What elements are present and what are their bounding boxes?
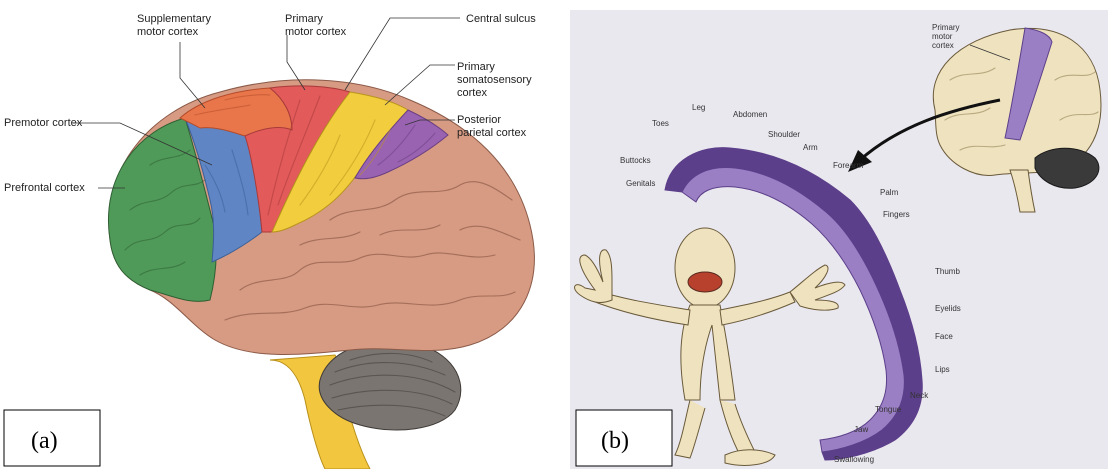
label-posterior-parietal-cortex: Posterior parietal cortex bbox=[457, 114, 527, 139]
label-neck: Neck bbox=[910, 391, 929, 400]
label-buttocks: Buttocks bbox=[620, 156, 651, 165]
label-genitals: Genitals bbox=[626, 179, 655, 188]
label-palm: Palm bbox=[880, 188, 899, 197]
label-eyelids: Eyelids bbox=[935, 304, 961, 313]
cerebellum bbox=[319, 341, 461, 430]
label-abdomen: Abdomen bbox=[733, 110, 767, 119]
label-primary-motor-cortex: Primary motor cortex bbox=[285, 13, 347, 38]
label-lips: Lips bbox=[935, 365, 950, 374]
panel-a-tag: (a) bbox=[31, 428, 58, 454]
label-tongue: Tongue bbox=[875, 405, 902, 414]
panel-b-tag: (b) bbox=[601, 428, 629, 454]
homunculus-lips bbox=[688, 272, 722, 292]
label-primary-somatosensory-cortex: Primary somatosensory cortex bbox=[457, 61, 535, 99]
label-premotor-cortex: Premotor cortex bbox=[4, 117, 83, 129]
label-central-sulcus: Central sulcus bbox=[466, 13, 536, 25]
label-thumb: Thumb bbox=[935, 267, 960, 276]
label-shoulder: Shoulder bbox=[768, 130, 800, 139]
label-forearm: Forearm bbox=[833, 161, 864, 170]
label-supplementary-motor-cortex: Supplementary motor cortex bbox=[137, 13, 214, 38]
label-fingers: Fingers bbox=[883, 210, 910, 219]
panel-a: Supplementary motor cortex Primary motor… bbox=[4, 13, 536, 469]
label-toes: Toes bbox=[652, 119, 669, 128]
panel-b: Primary motor cortex Toes Leg bbox=[570, 10, 1108, 469]
label-swallowing: Swallowing bbox=[834, 455, 874, 464]
label-arm: Arm bbox=[803, 143, 818, 152]
label-leg: Leg bbox=[692, 103, 705, 112]
label-jaw: Jaw bbox=[854, 425, 868, 434]
label-face: Face bbox=[935, 332, 953, 341]
label-prefrontal-cortex: Prefrontal cortex bbox=[4, 182, 85, 194]
